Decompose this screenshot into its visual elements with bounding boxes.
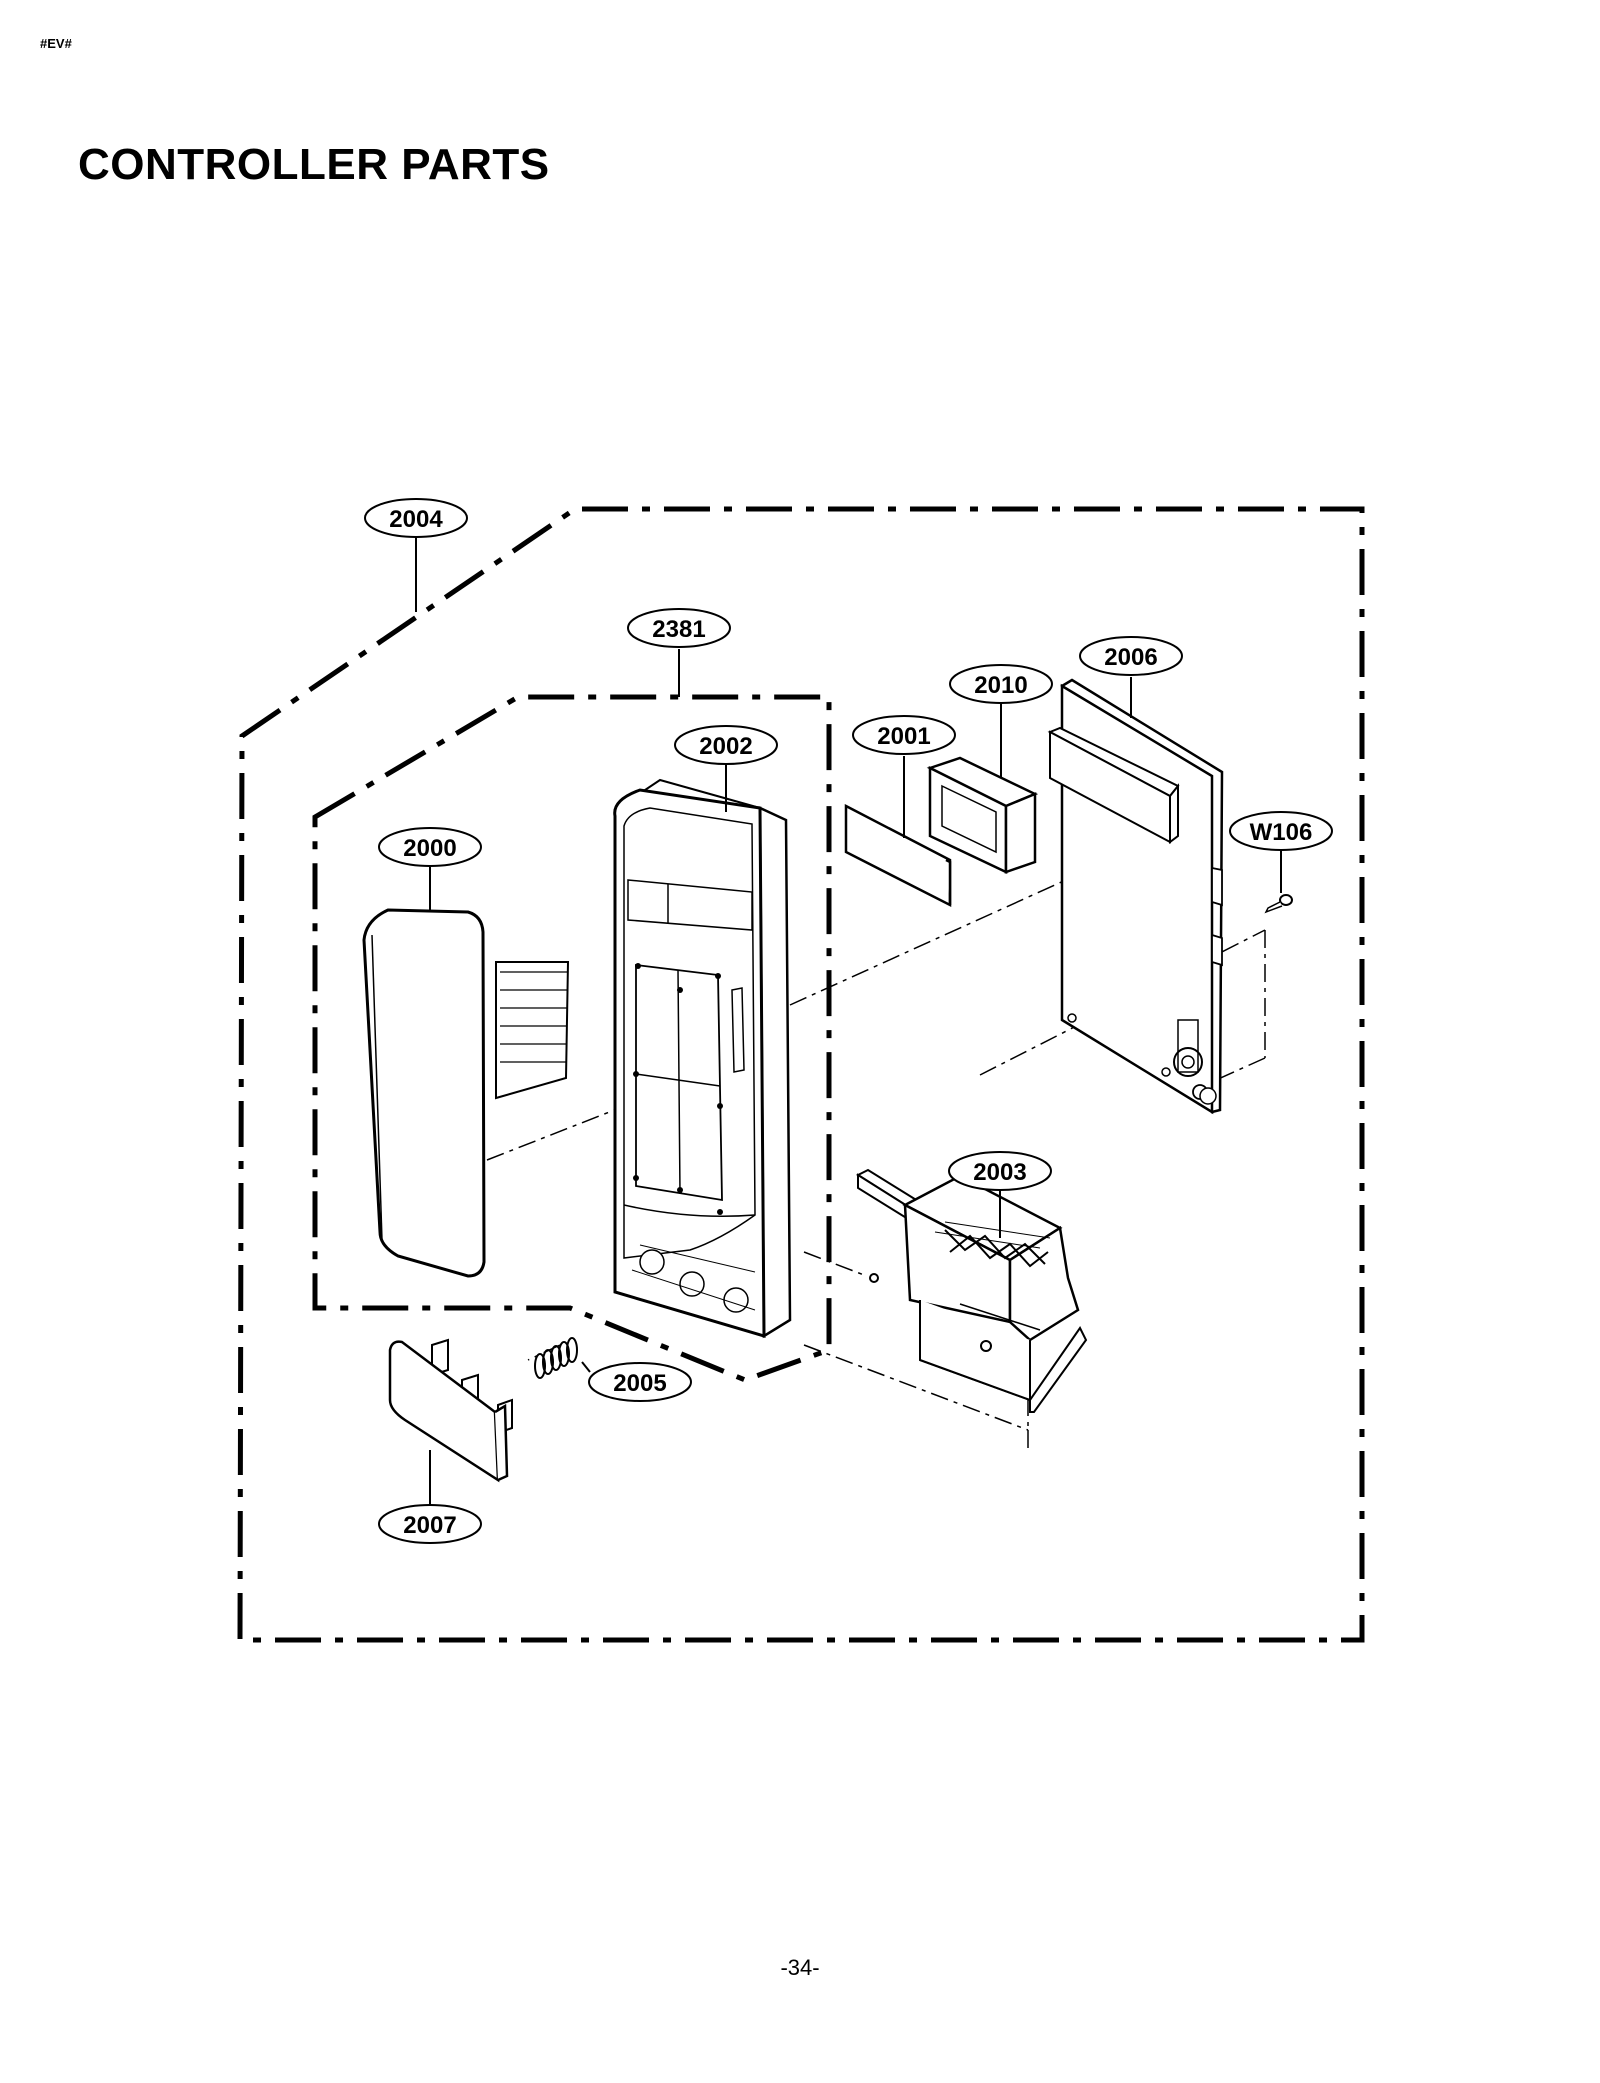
part-w106-screw <box>1264 894 1293 914</box>
callout-w106-label: W106 <box>1250 819 1313 846</box>
callout-2005-label: 2005 <box>613 1370 666 1397</box>
callout-2002: 2002 <box>674 725 778 765</box>
callout-2003: 2003 <box>948 1151 1052 1191</box>
callout-2000: 2000 <box>378 827 482 867</box>
callout-2381: 2381 <box>627 608 731 648</box>
assembly-2381-boundary <box>312 694 832 1383</box>
callout-2010-label: 2010 <box>974 672 1027 699</box>
callout-2006-label: 2006 <box>1104 644 1157 671</box>
callout-2004-label: 2004 <box>389 506 443 533</box>
callout-2002-label: 2002 <box>699 733 752 760</box>
callout-2006: 2006 <box>1079 636 1183 676</box>
callout-w106: W106 <box>1229 811 1333 851</box>
callout-leader-lines <box>415 537 1282 1505</box>
callout-2000-label: 2000 <box>403 835 456 862</box>
part-2005-spring <box>534 1337 578 1379</box>
part-2007-push-button <box>388 1338 513 1483</box>
callout-2007: 2007 <box>378 1504 482 1544</box>
callout-2010: 2010 <box>949 664 1053 704</box>
callout-2004: 2004 <box>364 498 468 538</box>
part-2003-latch-lever <box>855 1168 1088 1413</box>
callout-2003-label: 2003 <box>973 1159 1026 1186</box>
callout-2001: 2001 <box>852 715 956 755</box>
callout-2381-label: 2381 <box>652 616 705 643</box>
part-2006-pcb <box>1047 678 1224 1115</box>
callout-2005: 2005 <box>588 1362 692 1402</box>
part-2000-membrane-pad <box>362 908 570 1278</box>
document-code-tag: #EV# <box>40 36 72 51</box>
page-number: -34- <box>780 1955 820 1980</box>
page-title: CONTROLLER PARTS <box>78 140 550 189</box>
callout-2001-label: 2001 <box>877 723 930 750</box>
part-2001-display-window <box>844 803 952 908</box>
part-2002-control-panel <box>613 778 792 1339</box>
part-2010-lcd-holder <box>926 756 1039 874</box>
callout-2007-label: 2007 <box>403 1512 456 1539</box>
assembly-2004-boundary <box>237 506 1365 1643</box>
